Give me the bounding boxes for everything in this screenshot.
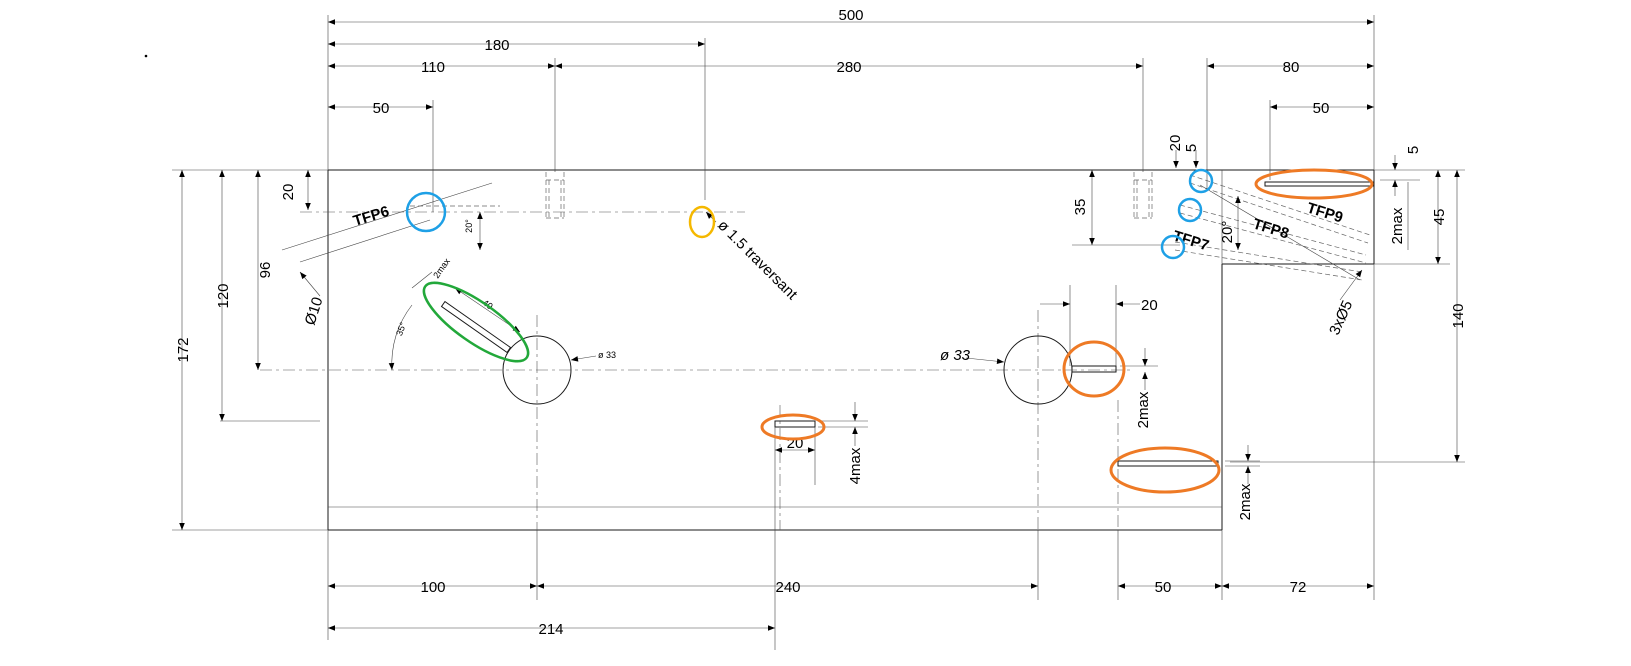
svg-text:2max: 2max (1389, 207, 1406, 244)
svg-text:20: 20 (1167, 135, 1184, 152)
highlight-blue-tfp7 (1160, 234, 1186, 260)
highlight-orange-top-right (1254, 168, 1374, 200)
annotation-hole-left: ø 33 (570, 350, 616, 362)
dim-2max-slot: 2max (1120, 348, 1158, 428)
highlight-blue-tfp9 (1188, 168, 1214, 194)
dim-180: 180 (328, 37, 706, 200)
dim-20-top: 20 (1167, 135, 1184, 168)
svg-text:20°: 20° (1219, 221, 1236, 244)
dim-100: 100 (327, 530, 538, 640)
svg-text:120: 120 (215, 283, 232, 308)
dim-280: 280 (555, 58, 1144, 172)
svg-text:3xØ5: 3xØ5 (1326, 298, 1356, 338)
center-lines (220, 211, 1130, 530)
slot-bottom-right (1117, 460, 1219, 467)
dim-120: 120 (215, 170, 232, 421)
svg-text:50: 50 (1155, 579, 1172, 596)
dim-20-bottom-slot: 20 (774, 427, 816, 650)
svg-text:5: 5 (1183, 144, 1200, 152)
dim-140: 140 (1230, 169, 1467, 463)
svg-text:240: 240 (775, 579, 800, 596)
slot-bottom-middle (774, 420, 816, 428)
label-tfp8: TFP8 (1251, 216, 1291, 243)
svg-text:ø 33: ø 33 (598, 350, 616, 360)
dim-angle-20-left: 20° (464, 212, 483, 250)
dim-20-left: 20 (280, 170, 311, 210)
dim-500-label: 500 (838, 7, 863, 24)
svg-text:172: 172 (175, 337, 192, 362)
slot-top-right (1264, 181, 1374, 187)
dim-20-slot-right: 20 (1040, 285, 1158, 366)
dim-240: 240 (537, 530, 1039, 600)
svg-text:2max: 2max (1135, 391, 1152, 428)
dim-5-top: 5 (1183, 144, 1200, 168)
dim-96: 96 (255, 170, 274, 370)
highlight-orange-slot-bottom (1109, 446, 1221, 494)
highlight-blue-tfp8 (1177, 197, 1203, 223)
svg-text:80: 80 (1283, 59, 1300, 76)
label-tfp9: TFP9 (1305, 200, 1345, 227)
svg-text:140: 140 (1450, 303, 1467, 328)
highlight-yellow-pin (688, 205, 716, 239)
dim-angle-20-right: 20° (1219, 196, 1241, 250)
svg-text:35: 35 (1072, 199, 1089, 216)
svg-text:20°: 20° (464, 219, 474, 233)
svg-text:Ø10: Ø10 (302, 295, 327, 327)
svg-text:ø 33: ø 33 (940, 347, 971, 364)
threaded-hole-left (545, 172, 565, 219)
dim-80: 80 (1206, 58, 1374, 190)
svg-text:35°: 35° (394, 320, 408, 337)
svg-text:20: 20 (1141, 297, 1158, 314)
svg-text:50: 50 (373, 100, 390, 117)
annotation-bore-left: Ø10 (299, 271, 327, 327)
svg-text:280: 280 (836, 59, 861, 76)
svg-text:214: 214 (538, 621, 563, 638)
slot-right-hole (1071, 365, 1117, 373)
svg-text:72: 72 (1290, 579, 1307, 596)
annotation-bores-right: 3xØ5 (1326, 269, 1363, 338)
label-tfp6: TFP6 (351, 203, 391, 230)
dim-2max-bottom: 2max (1225, 445, 1260, 520)
svg-text:ø 1.5 traversant: ø 1.5 traversant (714, 217, 801, 304)
dim-214: 214 (328, 621, 775, 638)
dim-50-bottom: 50 (1117, 530, 1223, 600)
bores-tfp7-9 (1174, 174, 1371, 281)
svg-text:20: 20 (280, 184, 297, 201)
svg-text:96: 96 (257, 262, 274, 279)
svg-text:2max: 2max (431, 256, 452, 280)
dim-172: 172 (172, 169, 328, 531)
bore-tfp6 (281, 182, 500, 263)
svg-text:100: 100 (420, 579, 445, 596)
hole-left-circle (502, 335, 572, 405)
stray-dot (144, 54, 148, 58)
threaded-hole-right (1133, 172, 1153, 219)
dim-50-right: 50 (1269, 100, 1374, 180)
dim-2max-right: 2max (1389, 182, 1409, 250)
dim-45: 45 (1374, 170, 1450, 265)
dim-50-left: 50 (328, 100, 434, 212)
svg-text:50: 50 (1313, 100, 1330, 117)
dim-35: 35 (1072, 170, 1180, 246)
annotation-pin-hole: ø 1.5 traversant (705, 211, 801, 304)
svg-text:45: 45 (1431, 209, 1448, 226)
highlight-orange-slot-right (1062, 340, 1126, 398)
svg-text:5: 5 (1405, 146, 1422, 154)
highlight-green-slot (422, 281, 530, 363)
svg-text:110: 110 (421, 59, 445, 76)
svg-text:180: 180 (484, 37, 509, 54)
dim-4max: 4max (818, 402, 868, 484)
highlight-blue-tfp6 (405, 191, 447, 233)
dim-angle-35: 35° (388, 304, 413, 371)
highlight-orange-slot-middle (760, 413, 826, 441)
svg-text:2max: 2max (1237, 483, 1254, 520)
dim-72: 72 (1222, 264, 1375, 600)
annotation-hole-right: ø 33 (940, 347, 1005, 365)
dim-500: 500 (327, 7, 1375, 170)
dim-110: 110 (328, 58, 556, 172)
svg-text:4max: 4max (847, 447, 864, 484)
dim-5-right: 5 (1380, 146, 1422, 196)
